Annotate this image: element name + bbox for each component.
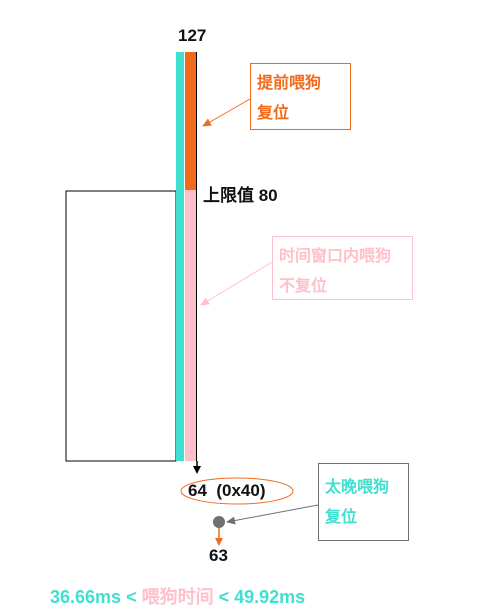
value-64-ellipse [180,477,294,505]
late-callout-line2: 复位 [325,507,358,526]
early-zone-bar [185,52,196,190]
formula-max: 49.92ms [234,587,306,607]
window-bracket-rect [65,190,177,462]
late-callout-line1: 太晚喂狗 [325,477,390,496]
lower-value-label: 64 (0x40) [188,481,266,500]
bottom-value-label: 63 [209,546,228,565]
early-reset-callout: 提前喂狗 复位 [250,63,351,130]
late-arrow [226,504,319,525]
window-callout-line1: 时间窗口内喂狗 [279,246,392,265]
down-arrow-icon [193,466,201,474]
formula-label: 喂狗时间 [141,587,214,607]
early-arrow [202,98,251,127]
early-callout-line2: 复位 [257,103,290,122]
formula-lt-2: < [213,587,235,607]
window-arrow [200,261,273,306]
formula-lt-1: < [121,587,142,607]
early-callout-line1: 提前喂狗 [257,73,322,92]
counter-bar [176,52,184,461]
window-no-reset-callout: 时间窗口内喂狗 不复位 [272,236,413,300]
arrow-to-63-icon [215,538,223,546]
reset-dot-icon [213,516,225,528]
upper-limit-label: 上限值 80 [203,186,278,205]
feed-time-formula: 36.66ms < 喂狗时间 < 49.92ms [50,583,305,609]
window-zone-bar [185,190,196,461]
formula-min: 36.66ms [50,587,122,607]
late-reset-callout: 太晚喂狗 复位 [318,463,409,541]
top-value-label: 127 [178,26,207,45]
window-callout-line2: 不复位 [279,276,328,295]
